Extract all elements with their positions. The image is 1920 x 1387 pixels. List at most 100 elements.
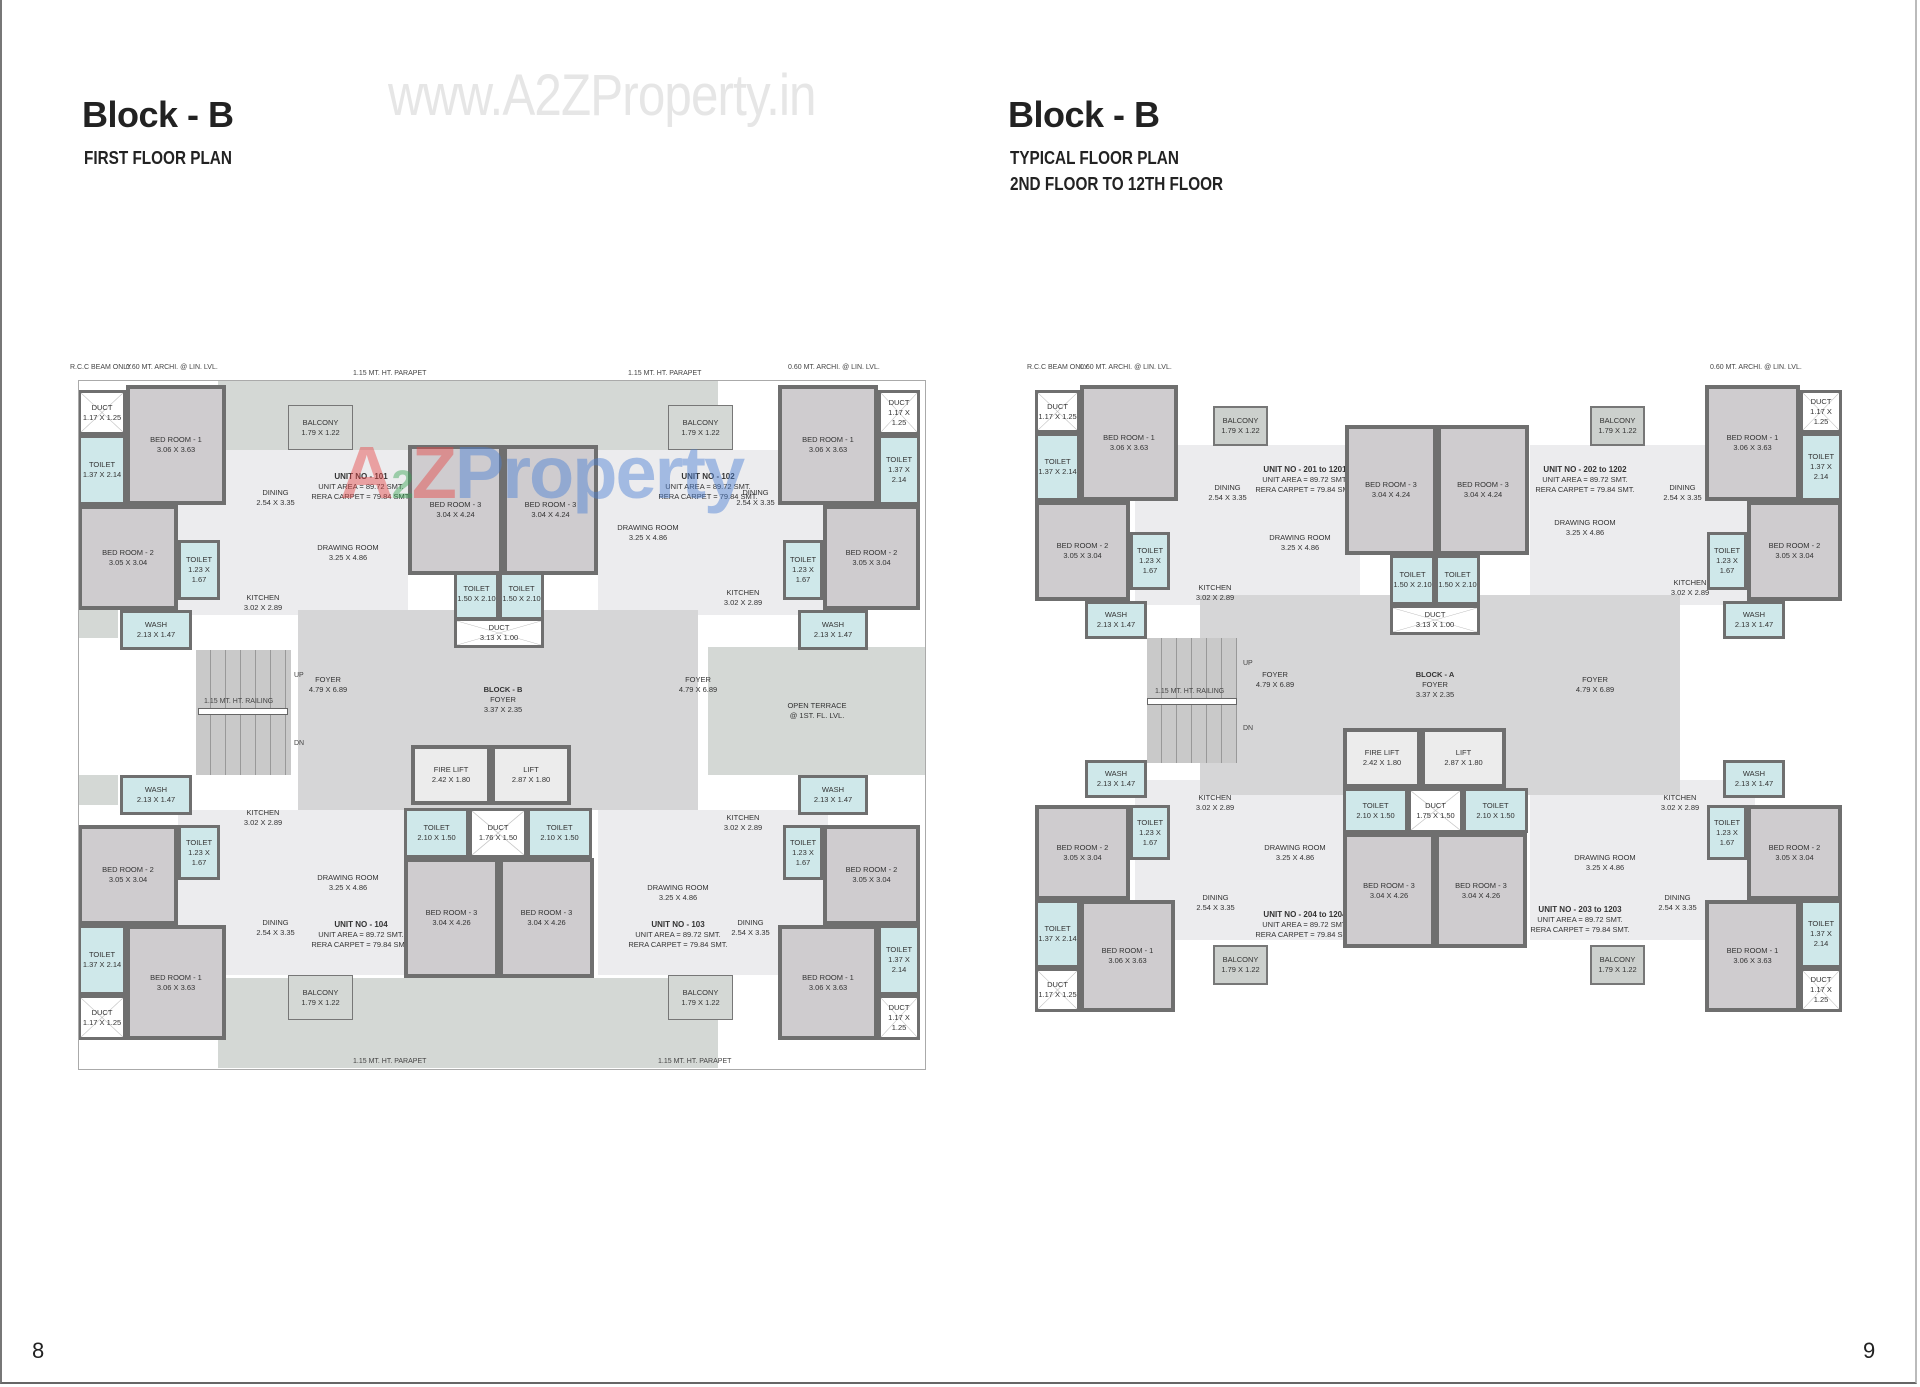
archi-note-2: 0.60 MT. ARCHI. @ LIN. LVL. <box>1710 364 1802 371</box>
first-floor-plan: OPEN TERRACE@ 1ST. FL. LVL. 1.15 MT. HT.… <box>70 364 926 1070</box>
top-parapet-note-2: 1.15 MT. HT. PARAPET <box>628 370 702 377</box>
left-terrace-bottom <box>78 775 118 805</box>
up-label: UP <box>1243 660 1253 667</box>
right-subtitle-2: 2ND FLOOR TO 12TH FLOOR <box>1010 174 1224 194</box>
rcc-note: R.C.C BEAM ONLY <box>70 364 132 371</box>
right-terrace: OPEN TERRACE@ 1ST. FL. LVL. <box>708 647 926 775</box>
a2z-logo-watermark: A2ZProperty <box>340 431 745 514</box>
stair-railing <box>1147 698 1237 705</box>
archi-note-2: 0.60 MT. ARCHI. @ LIN. LVL. <box>788 364 880 371</box>
left-terrace-top <box>78 610 118 638</box>
railing-note: 1.15 MT. HT. RAILING <box>204 698 274 705</box>
left-block-title: Block - B <box>82 94 234 135</box>
left-page-number: 8 <box>32 1338 45 1363</box>
dn-label: DN <box>1243 725 1254 732</box>
right-subtitle-1: TYPICAL FLOOR PLAN <box>1010 148 1179 168</box>
left-subtitle: FIRST FLOOR PLAN <box>84 148 232 168</box>
right-block-title: Block - B <box>1008 94 1160 135</box>
stair-railing <box>198 708 288 715</box>
archi-note: 0.60 MT. ARCHI. @ LIN. LVL. <box>126 364 218 371</box>
